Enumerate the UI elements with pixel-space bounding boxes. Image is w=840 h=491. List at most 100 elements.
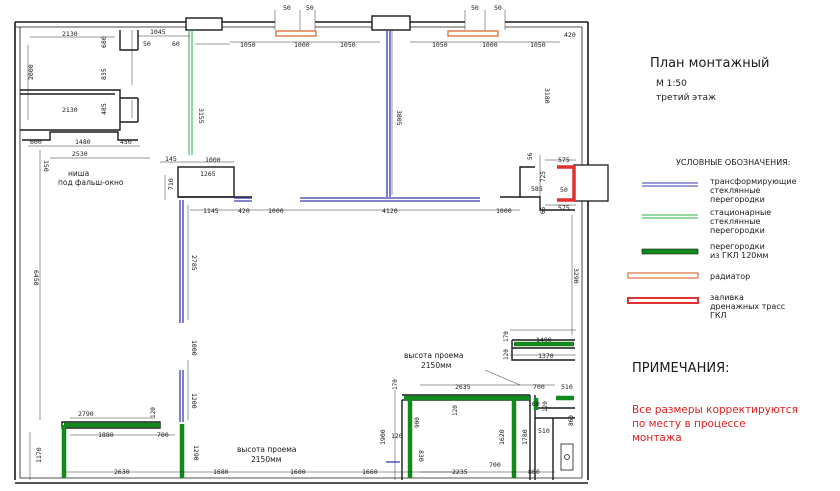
dim-860-a: 860 xyxy=(568,415,575,426)
dim-700-c: 700 xyxy=(489,461,501,469)
dim-120-a: 120 xyxy=(503,349,510,360)
dimension-texts: 2130 680 2000 835 485 2130 1045 50 60 31… xyxy=(27,4,580,476)
dim-1600: 1600 xyxy=(290,468,306,476)
upper-left-rooms xyxy=(20,30,139,141)
legend-label-stationary-3: перегородки xyxy=(710,226,765,235)
dim-1660: 1660 xyxy=(362,468,378,476)
dim-1045: 1045 xyxy=(150,28,166,36)
dim-510-a: 510 xyxy=(561,383,573,391)
dim-160: 160 xyxy=(528,400,540,408)
dim-700-b: 700 xyxy=(157,431,169,439)
dim-2130-bottom: 2130 xyxy=(62,106,78,114)
dim-600: 600 xyxy=(30,138,42,146)
dim-585: 585 xyxy=(531,185,543,193)
title-block: План монтажный М 1:50 третий этаж xyxy=(650,56,769,103)
note-line-1: Все размеры корректируются xyxy=(632,404,798,416)
dim-2630: 2630 xyxy=(114,468,130,476)
dim-1480: 1480 xyxy=(75,138,91,146)
dim-575-a: 575 xyxy=(558,156,570,164)
dim-150: 150 xyxy=(42,160,50,172)
dim-120-d: 120 xyxy=(391,432,403,440)
dim-900: 900 xyxy=(414,417,421,428)
dim-710: 710 xyxy=(167,178,175,190)
dim-700-a: 700 xyxy=(533,383,545,391)
dim-725: 725 xyxy=(540,171,547,182)
dim-2785: 2785 xyxy=(190,255,198,271)
legend-label-transforming-3: перегородки xyxy=(710,195,765,204)
gkl-partitions xyxy=(61,341,574,478)
legend: УСЛОВНЫЕ ОБОЗНАЧЕНИЯ: трансформирующие с… xyxy=(627,158,797,320)
niche-label: ниша xyxy=(68,169,89,178)
dim-3805: 3805 xyxy=(395,110,403,126)
dim-1050-a: 1050 xyxy=(240,41,256,49)
dimension-lines xyxy=(27,10,576,480)
legend-heading: УСЛОВНЫЕ ОБОЗНАЧЕНИЯ: xyxy=(676,158,790,167)
glass-transforming-partitions xyxy=(179,30,480,463)
dim-3180: 3180 xyxy=(543,88,551,104)
dim-1290: 1290 xyxy=(192,445,200,461)
legend-swatch-drainage xyxy=(627,297,699,304)
opening-height-value-2: 2150мм xyxy=(251,455,281,464)
dim-65: 65 xyxy=(540,206,547,214)
dim-170-b: 170 xyxy=(392,379,399,390)
dim-120-e: 120 xyxy=(150,407,157,418)
opening-height-value-1: 2150мм xyxy=(421,361,451,370)
dim-1050-b: 1050 xyxy=(340,41,356,49)
legend-label-drainage-3: ГКЛ xyxy=(710,311,727,320)
dim-4120: 4120 xyxy=(382,207,398,215)
dim-1265: 1265 xyxy=(200,170,216,178)
dim-6450: 6450 xyxy=(32,270,40,286)
legend-label-stationary-1: стационарные xyxy=(710,208,771,217)
legend-label-transforming-2: стеклянные xyxy=(710,186,761,195)
dim-450: 450 xyxy=(120,138,132,146)
legend-label-drainage-1: заливка xyxy=(710,293,744,302)
plan-title: План монтажный xyxy=(650,56,769,71)
dim-1000-f: 1000 xyxy=(190,340,198,356)
dim-120-c: 120 xyxy=(542,401,549,412)
dim-1000-c: 1000 xyxy=(205,156,221,164)
dim-50-a: 50 xyxy=(143,40,151,48)
dim-1490: 1490 xyxy=(536,336,552,344)
outer-walls xyxy=(14,15,589,484)
opening-height-label-1: высота проема xyxy=(404,351,464,360)
legend-label-radiator: радиатор xyxy=(710,272,750,281)
dim-50-t2: 50 xyxy=(306,4,314,12)
dim-2235: 2235 xyxy=(452,468,468,476)
dim-1170: 1170 xyxy=(35,447,43,463)
dim-2130-top: 2130 xyxy=(62,30,78,38)
opening-height-label-2: высота проема xyxy=(237,445,297,454)
notes: ПРИМЕЧАНИЯ: Все размеры корректируются п… xyxy=(632,361,798,444)
dim-2635: 2635 xyxy=(455,383,471,391)
dim-1680: 1680 xyxy=(213,468,229,476)
dim-1780: 1780 xyxy=(521,429,529,445)
legend-label-gkl-2: из ГКЛ 120мм xyxy=(710,251,768,260)
dim-50-b: 50 xyxy=(560,186,568,194)
legend-swatch-gkl xyxy=(641,248,699,255)
dim-680: 680 xyxy=(100,36,108,48)
radiators xyxy=(275,30,499,37)
dim-1000-e: 1000 xyxy=(496,207,512,215)
dim-50-t4: 50 xyxy=(494,4,502,12)
legend-swatch-radiator xyxy=(627,272,699,279)
dim-420-a: 420 xyxy=(564,31,576,39)
dim-1900: 1900 xyxy=(379,429,387,445)
dim-1370: 1370 xyxy=(538,352,554,360)
dim-420-b: 420 xyxy=(238,207,250,215)
legend-label-stationary-2: стеклянные xyxy=(710,217,761,226)
dim-50-t3: 50 xyxy=(471,4,479,12)
dim-510-b: 510 xyxy=(538,427,550,435)
dim-830: 830 xyxy=(417,450,425,462)
note-line-2: по месту в процессе xyxy=(632,418,746,430)
plan-labels: ниша под фальш-окно высота проема 2150мм… xyxy=(58,169,464,464)
dim-835: 835 xyxy=(100,68,108,80)
dim-485: 485 xyxy=(100,103,108,115)
dim-60: 60 xyxy=(172,40,180,48)
dim-1000-b: 1000 xyxy=(482,41,498,49)
dim-1000-a: 1000 xyxy=(294,41,310,49)
note-line-3: монтажа xyxy=(632,432,682,444)
dim-1050-c: 1050 xyxy=(432,41,448,49)
dim-120-b: 120 xyxy=(452,405,459,416)
dim-1145: 1145 xyxy=(203,207,219,215)
dim-2530: 2530 xyxy=(72,150,88,158)
